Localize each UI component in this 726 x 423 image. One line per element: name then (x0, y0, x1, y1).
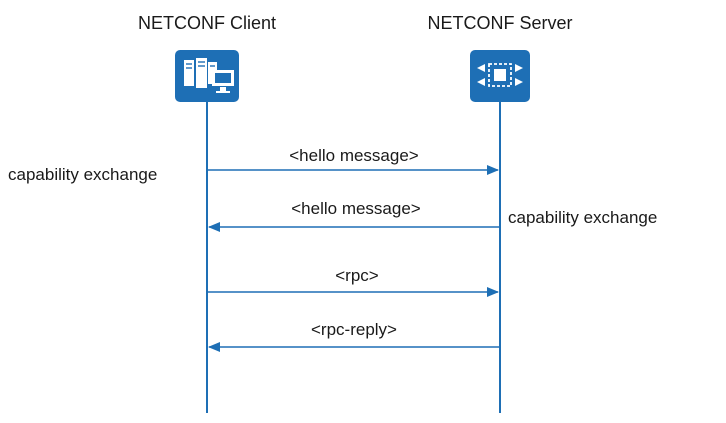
client-annotation: capability exchange (8, 165, 157, 184)
server-annotation: capability exchange (508, 208, 657, 227)
message-label-3: <rpc> (335, 266, 379, 285)
message-label-2: <hello message> (291, 199, 421, 218)
client-title: NETCONF Client (138, 13, 276, 33)
message-label-4: <rpc-reply> (311, 320, 397, 339)
message-label-1: <hello message> (289, 146, 419, 165)
server-title: NETCONF Server (427, 13, 572, 33)
servers-monitor-icon (175, 50, 239, 102)
chip-arrows-icon (470, 50, 530, 102)
